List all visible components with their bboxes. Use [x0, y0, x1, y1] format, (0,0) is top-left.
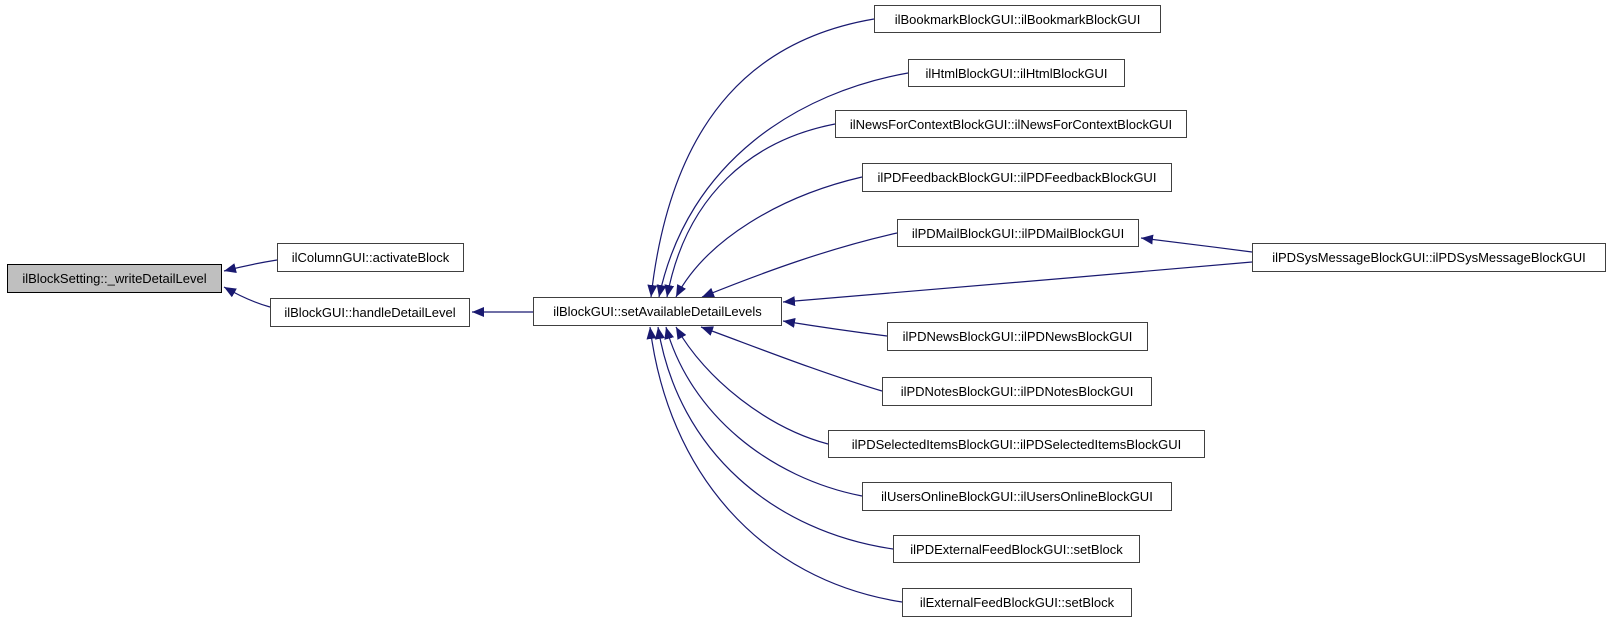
edge-html-to-setAvailableDetailLevels: [656, 72, 909, 298]
node-setavailabledetaillevels[interactable]: ilBlockGUI::setAvailableDetailLevels: [533, 297, 782, 326]
edge-pdSysMessage-to-pdMail: [1140, 234, 1253, 253]
node-pdnews[interactable]: ilPDNewsBlockGUI::ilPDNewsBlockGUI: [887, 322, 1148, 351]
edge-usersOnline-to-setAvailableDetailLevels: [664, 326, 863, 497]
node-bookmark[interactable]: ilBookmarkBlockGUI::ilBookmarkBlockGUI: [874, 5, 1161, 33]
node-label: ilPDMailBlockGUI::ilPDMailBlockGUI: [911, 225, 1125, 241]
edge-pdNews-to-setAvailableDetailLevels: [782, 317, 888, 337]
node-usersonline[interactable]: ilUsersOnlineBlockGUI::ilUsersOnlineBloc…: [862, 482, 1172, 511]
node-label: ilPDFeedbackBlockGUI::ilPDFeedbackBlockG…: [877, 170, 1157, 185]
node-pdmail[interactable]: ilPDMailBlockGUI::ilPDMailBlockGUI: [897, 219, 1139, 247]
node-handledetaillevel[interactable]: ilBlockGUI::handleDetailLevel: [270, 298, 470, 327]
node-label: ilUsersOnlineBlockGUI::ilUsersOnlineBloc…: [881, 489, 1153, 504]
node-activateblock[interactable]: ilColumnGUI::activateBlock: [277, 243, 464, 272]
node-pdselecteditems[interactable]: ilPDSelectedItemsBlockGUI::ilPDSelectedI…: [828, 430, 1205, 458]
node-label: ilPDNewsBlockGUI::ilPDNewsBlockGUI: [902, 329, 1133, 344]
node-label: ilPDSysMessageBlockGUI::ilPDSysMessageBl…: [1272, 250, 1586, 265]
edge-bookmark-to-setAvailableDetailLevels: [647, 18, 875, 298]
node-label: ilBookmarkBlockGUI::ilBookmarkBlockGUI: [894, 11, 1141, 27]
node-label: ilPDExternalFeedBlockGUI::setBlock: [910, 541, 1123, 557]
node-label: ilBlockGUI::setAvailableDetailLevels: [553, 304, 762, 319]
node-pdnotes[interactable]: ilPDNotesBlockGUI::ilPDNotesBlockGUI: [882, 377, 1152, 406]
node-html[interactable]: ilHtmlBlockGUI::ilHtmlBlockGUI: [908, 59, 1125, 87]
node-label: ilBlockGUI::handleDetailLevel: [284, 305, 456, 320]
edge-pdExternalFeed-to-setAvailableDetailLevels: [654, 326, 894, 550]
node-label: ilExternalFeedBlockGUI::setBlock: [919, 595, 1115, 610]
node-label: ilColumnGUI::activateBlock: [291, 250, 450, 265]
node-label: ilHtmlBlockGUI::ilHtmlBlockGUI: [925, 65, 1108, 81]
edge-handleDetailLevel-to-writeDetailLevel: [223, 286, 271, 308]
edge-pdSysMessage-to-setAvailableDetailLevels: [782, 261, 1253, 307]
edge-externalFeed-to-setAvailableDetailLevels: [646, 326, 903, 603]
edge-pdFeedback-to-setAvailableDetailLevels: [675, 176, 863, 298]
node-pdfeedback[interactable]: ilPDFeedbackBlockGUI::ilPDFeedbackBlockG…: [862, 163, 1172, 192]
node-pdexternalfeed[interactable]: ilPDExternalFeedBlockGUI::setBlock: [893, 535, 1140, 563]
node-writedetaillevel: ilBlockSetting::_writeDetailLevel: [7, 264, 222, 293]
node-label: ilBlockSetting::_writeDetailLevel: [22, 271, 207, 286]
edge-pdSelectedItems-to-setAvailableDetailLevels: [675, 326, 829, 445]
node-newsforcontext[interactable]: ilNewsForContextBlockGUI::ilNewsForConte…: [835, 110, 1187, 138]
edge-pdMail-to-setAvailableDetailLevels: [701, 232, 898, 298]
edge-activateBlock-to-writeDetailLevel: [223, 259, 278, 273]
node-label: ilPDSelectedItemsBlockGUI::ilPDSelectedI…: [851, 436, 1182, 452]
node-label: ilPDNotesBlockGUI::ilPDNotesBlockGUI: [900, 384, 1134, 399]
edge-pdNotes-to-setAvailableDetailLevels: [700, 326, 883, 392]
node-pdsysmessage[interactable]: ilPDSysMessageBlockGUI::ilPDSysMessageBl…: [1252, 243, 1606, 272]
node-externalfeed[interactable]: ilExternalFeedBlockGUI::setBlock: [902, 588, 1132, 617]
node-label: ilNewsForContextBlockGUI::ilNewsForConte…: [849, 116, 1173, 132]
edge-newsForContext-to-setAvailableDetailLevels: [664, 123, 836, 298]
